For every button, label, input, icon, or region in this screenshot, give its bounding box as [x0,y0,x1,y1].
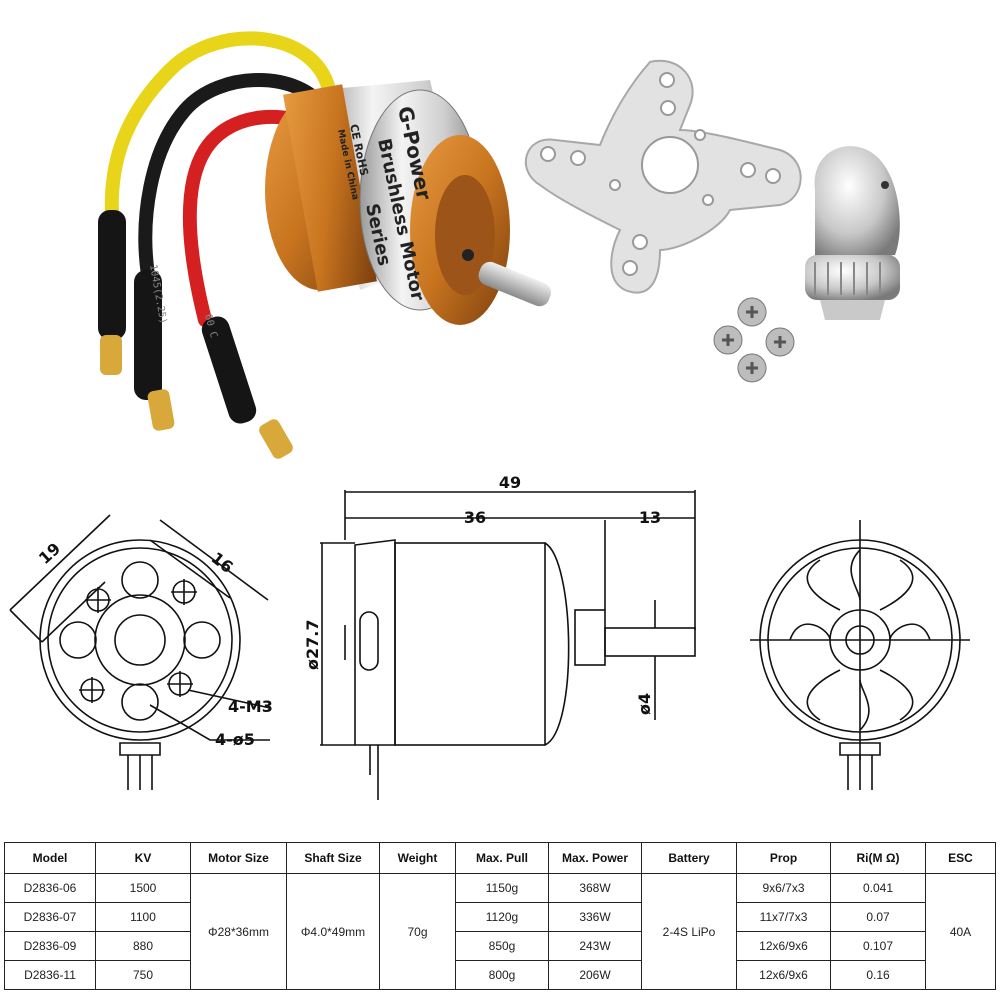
header-motor-size: Motor Size [190,842,287,874]
cell-kv: 1500 [95,873,191,903]
rear-view [750,520,970,790]
cell-ri: 0.041 [830,873,926,903]
spec-table: Model KV Motor Size Shaft Size Weight Ma… [4,842,996,990]
header-prop: Prop [736,842,831,874]
header-max-power: Max. Power [548,842,642,874]
table-row: D2836-11 750 800g 206W 12x6/9x6 0.16 [4,960,996,990]
spec-header-row: Model KV Motor Size Shaft Size Weight Ma… [4,842,996,874]
technical-drawings: 49 36 13 ø27.7 ø4 19 16 4-M3 4-ø5 [9,473,970,800]
mounting-screws [713,297,795,383]
cell-battery: 2-4S LiPo [641,873,737,990]
header-kv: KV [95,842,191,874]
cell-max-power: 336W [548,902,642,932]
cell-prop: 12x6/9x6 [736,931,831,961]
dim-shaft-diameter: ø4 [635,693,654,715]
cell-kv: 880 [95,931,191,961]
header-weight: Weight [379,842,456,874]
black-wire [138,73,332,282]
dim-overall-length: 49 [499,473,521,492]
table-row: D2836-09 880 850g 243W 12x6/9x6 0.107 [4,931,996,961]
cell-esc: 40A [925,873,996,990]
yellow-wire [104,31,337,222]
cell-max-power: 206W [548,960,642,990]
black-connector: 1045(2.25) [134,264,175,431]
header-battery: Battery [641,842,737,874]
product-photo: 1045(2.25) 60 C G-Power Brushless Motor … [98,31,900,459]
motor-shaft [478,261,552,307]
cell-max-pull: 850g [455,931,549,961]
cell-prop: 9x6/7x3 [736,873,831,903]
screw [713,325,743,355]
cell-max-pull: 1120g [455,902,549,932]
side-view [320,490,696,800]
cell-ri: 0.107 [830,931,926,961]
header-ri: Ri(M Ω) [830,842,926,874]
dim-shaft-length: 13 [639,508,661,527]
red-connector: 60 C [201,313,293,459]
dim-hole-spacing-b: 16 [208,548,237,577]
cell-ri: 0.07 [830,902,926,932]
cell-max-pull: 1150g [455,873,549,903]
screw [737,353,767,383]
motor-body: G-Power Brushless Motor Series CE RoHS M… [265,80,510,325]
yellow-connector [98,210,126,375]
cell-kv: 1100 [95,902,191,932]
x-mount-holes [540,72,781,276]
cell-prop: 11x7/7x3 [736,902,831,932]
cell-ri: 0.16 [830,960,926,990]
cell-prop: 12x6/9x6 [736,960,831,990]
header-model: Model [4,842,96,874]
cell-model: D2836-07 [4,902,96,932]
header-esc: ESC [925,842,996,874]
cell-max-power: 243W [548,931,642,961]
cell-max-power: 368W [548,873,642,903]
prop-adapter [805,146,900,320]
cell-model: D2836-11 [4,960,96,990]
screw [765,327,795,357]
cell-max-pull: 800g [455,960,549,990]
table-row: D2836-06 1500 Φ28*36mm Φ4.0*49mm 70g 115… [4,873,996,990]
screw [737,297,767,327]
header-max-pull: Max. Pull [455,842,549,874]
cell-model: D2836-06 [4,873,96,903]
cell-motor-size: Φ28*36mm [190,873,287,990]
cell-kv: 750 [95,960,191,990]
cell-model: D2836-09 [4,931,96,961]
table-row: D2836-07 1100 1120g 336W 11x7/7x3 0.07 [4,902,996,932]
dim-body-length: 36 [464,508,486,527]
mount-face-view [9,514,271,790]
cell-shaft-size: Φ4.0*49mm [286,873,380,990]
screw-callout: 4-M3 [228,697,273,716]
hole-callout: 4-ø5 [215,730,255,749]
cell-weight: 70g [379,873,456,990]
header-shaft-size: Shaft Size [286,842,380,874]
dim-body-diameter: ø27.7 [303,620,322,670]
